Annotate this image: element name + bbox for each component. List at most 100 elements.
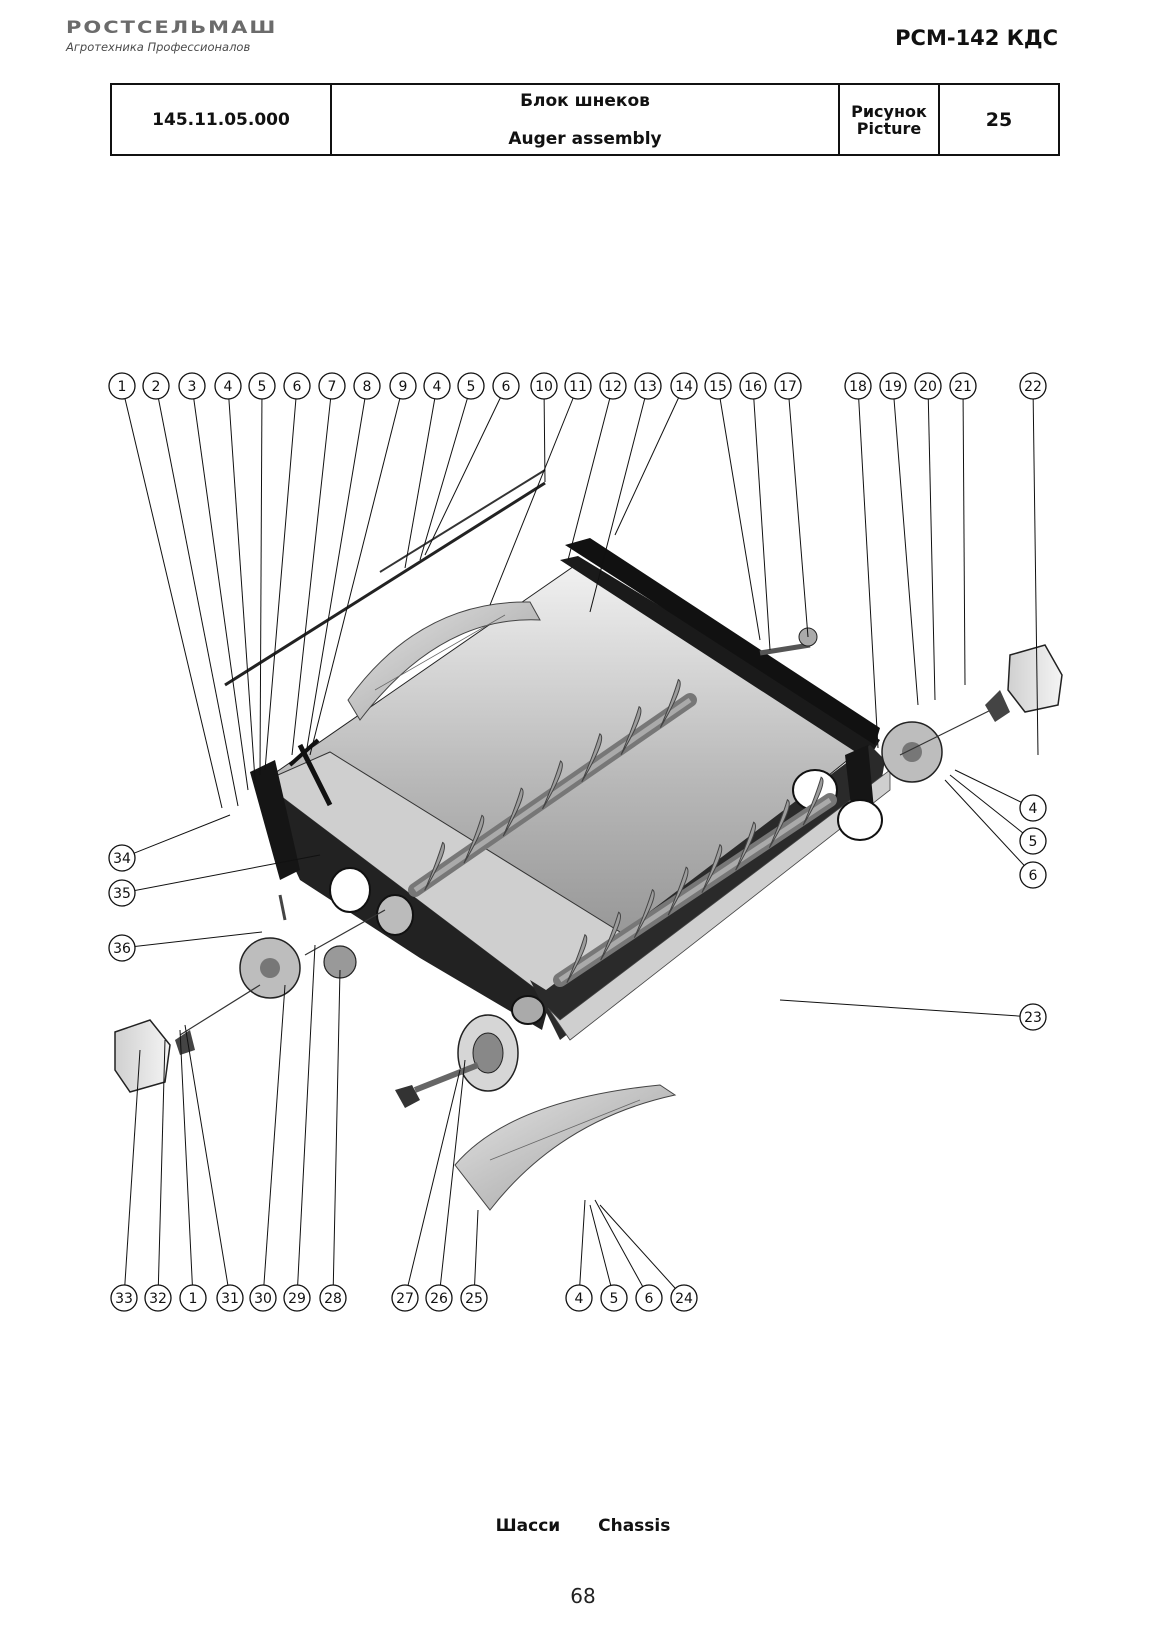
leader-line <box>717 385 761 641</box>
callout-label: 5 <box>467 379 476 395</box>
callout-circle <box>214 372 242 400</box>
callout-label: 1 <box>118 379 127 395</box>
callout-circle <box>108 372 136 400</box>
leader-line <box>779 999 1034 1018</box>
callout-circle <box>178 372 206 400</box>
assembly-title-en: Auger assembly <box>508 128 662 149</box>
leader-line <box>1032 385 1039 756</box>
callout-label: 7 <box>328 379 337 395</box>
brand-name: РОСТСЕЛЬМАШ <box>66 18 278 38</box>
callout-12: 12 <box>599 372 627 400</box>
callout-label: 23 <box>1024 1010 1042 1026</box>
callout-15: 15 <box>704 372 732 400</box>
callout-label: 29 <box>288 1291 306 1307</box>
bottom-cover <box>454 1084 677 1211</box>
callout-21: 21 <box>949 372 977 400</box>
leader-line <box>424 385 507 556</box>
leader-line <box>438 1059 466 1299</box>
callout-circle <box>460 1284 488 1312</box>
leader-line <box>949 774 1034 842</box>
callout-label: 33 <box>115 1291 133 1307</box>
callout-25: 25 <box>460 1284 488 1312</box>
callout-4: 4 <box>1019 794 1047 822</box>
callout-label: 5 <box>610 1291 619 1307</box>
leader-line <box>589 385 649 613</box>
callout-7: 7 <box>318 372 346 400</box>
callout-label: 4 <box>224 379 233 395</box>
leader-line <box>259 385 263 776</box>
callout-16: 16 <box>739 372 767 400</box>
leader-line <box>954 769 1034 809</box>
auger-flight <box>502 787 524 837</box>
callout-label: 26 <box>430 1291 448 1307</box>
assembly-title: Блок шнеков Auger assembly <box>330 83 840 156</box>
leader-line <box>179 1029 194 1299</box>
callout-label: 13 <box>639 379 657 395</box>
leader-line <box>155 385 239 807</box>
left-drive-assembly <box>114 894 519 1108</box>
figure-label-en: Picture <box>856 118 922 138</box>
callout-18: 18 <box>844 372 872 400</box>
auger-flight <box>566 934 588 984</box>
callout-circle <box>249 1284 277 1312</box>
callout-32: 32 <box>144 1284 172 1312</box>
leader-line <box>123 1049 141 1299</box>
callout-5: 5 <box>248 372 276 400</box>
auger-flight <box>463 814 485 864</box>
model-name: РСМ-142 КДС <box>895 26 1058 50</box>
callout-circle <box>530 372 558 400</box>
leader-line <box>473 1209 479 1299</box>
callout-5: 5 <box>1019 827 1047 855</box>
top-cover <box>347 601 541 721</box>
leader-line <box>309 385 404 756</box>
callout-4: 4 <box>214 372 242 400</box>
callout-label: 14 <box>675 379 693 395</box>
leader-line <box>578 1199 586 1299</box>
callout-label: 20 <box>919 379 937 395</box>
callout-circle <box>704 372 732 400</box>
leader-line <box>489 385 579 606</box>
callout-26: 26 <box>425 1284 453 1312</box>
callout-35: 35 <box>108 879 136 907</box>
callout-14: 14 <box>670 372 698 400</box>
callout-22: 22 <box>1019 372 1047 400</box>
leader-line <box>787 385 809 638</box>
callout-label: 35 <box>113 886 131 902</box>
callout-circle <box>108 844 136 872</box>
callout-circle <box>319 1284 347 1312</box>
callout-circle <box>599 372 627 400</box>
callout-circle <box>1019 827 1047 855</box>
auger-flight <box>542 760 563 810</box>
callout-circle <box>564 372 592 400</box>
callout-4: 4 <box>423 372 451 400</box>
leader-line <box>332 969 341 1299</box>
callout-2: 2 <box>142 372 170 400</box>
callout-9: 9 <box>389 372 417 400</box>
callout-circle <box>423 372 451 400</box>
callout-label: 32 <box>149 1291 167 1307</box>
leader-line <box>567 385 614 561</box>
callout-circle <box>1019 372 1047 400</box>
callout-label: 12 <box>604 379 622 395</box>
callout-label: 4 <box>433 379 442 395</box>
callout-circle <box>144 1284 172 1312</box>
callout-label: 6 <box>502 379 511 395</box>
brand-tagline: Агротехника Профессионалов <box>66 40 251 54</box>
callout-circle <box>914 372 942 400</box>
callout-3: 3 <box>178 372 206 400</box>
callout-label: 25 <box>465 1291 483 1307</box>
callout-label: 6 <box>645 1291 654 1307</box>
callout-label: 5 <box>1029 834 1038 850</box>
right-drive-assembly <box>759 627 1063 783</box>
callout-circle <box>425 1284 453 1312</box>
callout-circle <box>600 1284 628 1312</box>
auger-flight <box>701 844 723 894</box>
callout-circle <box>248 372 276 400</box>
leader-line <box>296 944 316 1299</box>
callout-circle <box>353 372 381 400</box>
upper-auger <box>408 693 697 897</box>
assembly-title-ru: Блок шнеков <box>520 90 650 111</box>
leader-line <box>404 385 438 569</box>
